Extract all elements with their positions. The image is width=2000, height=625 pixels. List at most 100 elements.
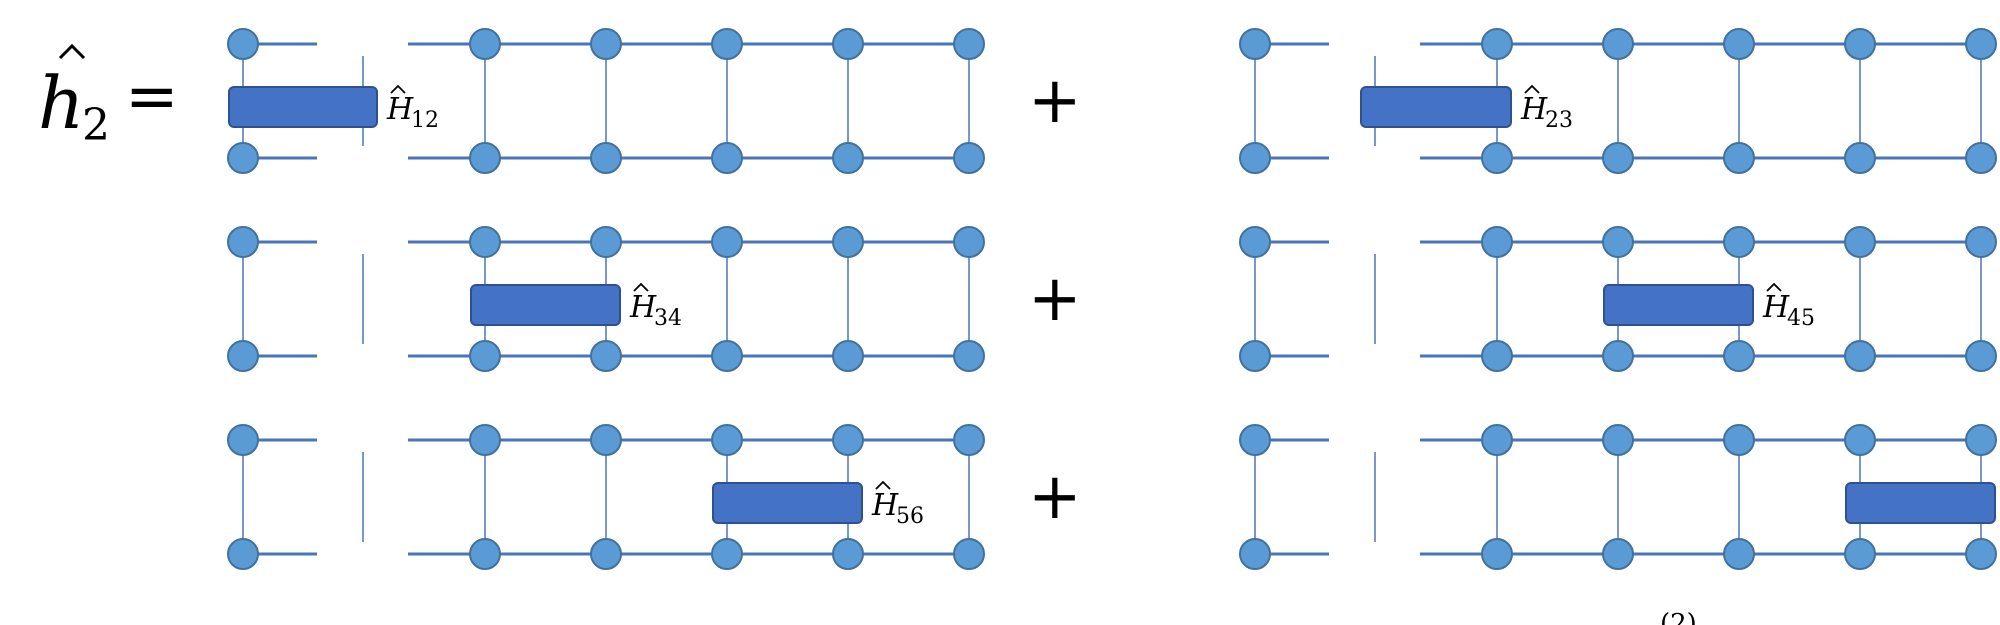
node-bottom-2 [469,538,501,570]
lhs-subscript: 2 [82,100,110,151]
operator-subscript: 34 [654,306,682,331]
node-bottom-4 [711,142,743,174]
node-bottom-4 [711,538,743,570]
node-bottom-5 [1844,142,1876,174]
node-top-2 [469,226,501,258]
node-top-2 [469,424,501,456]
node-top-4 [711,28,743,60]
node-top-2 [469,28,501,60]
node-bottom-3 [1602,340,1634,372]
node-top-6 [953,424,985,456]
lhs-hat [58,43,86,60]
term-34-ladder: H34 [227,226,985,372]
plus-signs: + + + [1028,64,1082,534]
term-23-ladder: H23 [1239,28,1997,174]
node-bottom-1 [1239,538,1271,570]
operator-symbol: H [1520,92,1548,127]
operator-symbol: H [1762,290,1790,325]
node-bottom-6 [953,340,985,372]
node-top-5 [832,28,864,60]
operator-subscript: 12 [411,108,439,133]
node-bottom-6 [1965,538,1997,570]
node-top-2 [1481,28,1513,60]
node-bottom-4 [1723,538,1755,570]
node-top-1 [1239,226,1271,258]
footnote-mark: (2) [1660,609,1697,625]
node-bottom-1 [1239,340,1271,372]
node-top-1 [1239,28,1271,60]
node-top-3 [1602,226,1634,258]
operator-subscript: 23 [1545,108,1573,133]
node-bottom-4 [711,340,743,372]
node-bottom-5 [832,142,864,174]
node-top-4 [711,424,743,456]
node-bottom-3 [590,340,622,372]
node-bottom-5 [1844,538,1876,570]
node-top-4 [1723,28,1755,60]
node-top-5 [1844,28,1876,60]
node-top-6 [1965,226,1997,258]
operator-box [1603,284,1754,326]
node-bottom-4 [1723,340,1755,372]
node-top-4 [711,226,743,258]
node-top-1 [227,226,259,258]
node-bottom-2 [1481,538,1513,570]
node-bottom-2 [1481,340,1513,372]
node-bottom-4 [1723,142,1755,174]
operator-box [1360,86,1512,128]
plus-sign-row-3: + [1028,460,1082,534]
term-67-ladder: H67 [1239,424,1997,570]
node-top-1 [1239,424,1271,456]
operator-box [712,482,863,524]
node-bottom-1 [227,538,259,570]
node-top-4 [1723,226,1755,258]
plus-sign-row-2: + [1028,262,1082,336]
node-bottom-5 [832,538,864,570]
node-top-6 [953,226,985,258]
node-top-5 [832,226,864,258]
operator-hat [875,480,891,490]
operator-box [228,86,378,128]
term-45-ladder: H45 [1239,226,1997,372]
node-top-3 [1602,28,1634,60]
node-bottom-5 [832,340,864,372]
node-bottom-1 [227,142,259,174]
lhs-symbol: h [38,61,84,145]
node-top-3 [1602,424,1634,456]
term-12-ladder: H12 [227,28,985,174]
term-56-ladder: H56 [227,424,985,570]
operator-box [470,284,621,326]
node-top-4 [1723,424,1755,456]
operator-hat [633,282,649,292]
node-bottom-6 [1965,142,1997,174]
plus-sign-row-1: + [1028,64,1082,138]
node-bottom-3 [1602,142,1634,174]
equation-lhs: h 2 = [38,43,179,151]
node-bottom-3 [590,142,622,174]
node-bottom-6 [953,142,985,174]
node-bottom-2 [469,340,501,372]
equals-sign: = [125,60,179,134]
node-top-1 [227,424,259,456]
operator-box [1845,482,1996,524]
ladder-diagrams: H12H23H34H45H56H67 [227,28,1997,570]
operator-symbol: H [871,488,899,523]
operator-hat [1524,84,1540,94]
operator-symbol: H [629,290,657,325]
node-top-3 [590,226,622,258]
operator-hat [390,84,406,94]
node-top-3 [590,28,622,60]
node-top-1 [227,28,259,60]
node-top-6 [1965,424,1997,456]
node-top-6 [1965,28,1997,60]
node-bottom-1 [227,340,259,372]
node-top-2 [1481,226,1513,258]
operator-subscript: 56 [896,504,924,529]
node-top-3 [590,424,622,456]
node-top-2 [1481,424,1513,456]
node-bottom-2 [1481,142,1513,174]
node-bottom-2 [469,142,501,174]
node-top-5 [832,424,864,456]
node-bottom-6 [1965,340,1997,372]
